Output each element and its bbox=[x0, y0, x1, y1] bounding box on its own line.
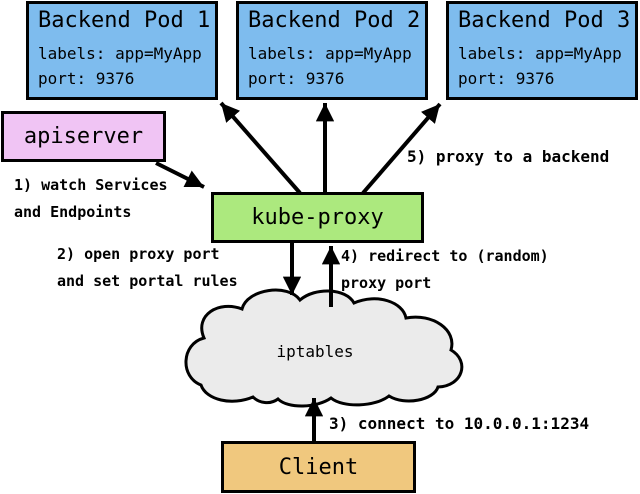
step1-watch-services-label: 1) watch Services and Endpoints bbox=[14, 176, 168, 221]
backend-pod-2-labels: labels: app=MyApp bbox=[248, 44, 412, 63]
backend-pod-1-box: Backend Pod 1 labels: app=MyApp port: 93… bbox=[26, 1, 218, 100]
step5-proxy-to-backend-label: 5) proxy to a backend bbox=[407, 147, 610, 166]
backend-pod-3-box: Backend Pod 3 labels: app=MyApp port: 93… bbox=[446, 1, 638, 100]
backend-pod-3-title: Backend Pod 3 bbox=[458, 8, 631, 33]
step3-connect-label: 3) connect to 10.0.0.1:1234 bbox=[329, 414, 590, 433]
client-label: Client bbox=[278, 454, 359, 480]
backend-pod-2-port: port: 9376 bbox=[248, 69, 345, 88]
step4-redirect-label: 4) redirect to (random) proxy port bbox=[341, 247, 549, 292]
apiserver-label: apiserver bbox=[23, 124, 144, 149]
backend-pod-3-labels: labels: app=MyApp bbox=[458, 44, 622, 63]
iptables-label: iptables bbox=[276, 342, 354, 361]
backend-pod-2-box: Backend Pod 2 labels: app=MyApp port: 93… bbox=[236, 1, 428, 100]
step2-open-proxy-port-label: 2) open proxy port and set portal rules bbox=[57, 245, 238, 290]
backend-pod-2-title: Backend Pod 2 bbox=[248, 8, 421, 33]
client-box: Client bbox=[221, 441, 416, 493]
backend-pod-1-title: Backend Pod 1 bbox=[38, 8, 211, 33]
apiserver-box: apiserver bbox=[1, 111, 166, 162]
arrow-kube-proxy-to-pod1 bbox=[219, 101, 302, 195]
kube-proxy-label: kube-proxy bbox=[251, 205, 384, 230]
kube-proxy-box: kube-proxy bbox=[211, 192, 424, 243]
backend-pod-1-port: port: 9376 bbox=[38, 69, 135, 88]
backend-pod-1-labels: labels: app=MyApp bbox=[38, 44, 202, 63]
backend-pod-3-port: port: 9376 bbox=[458, 69, 555, 88]
